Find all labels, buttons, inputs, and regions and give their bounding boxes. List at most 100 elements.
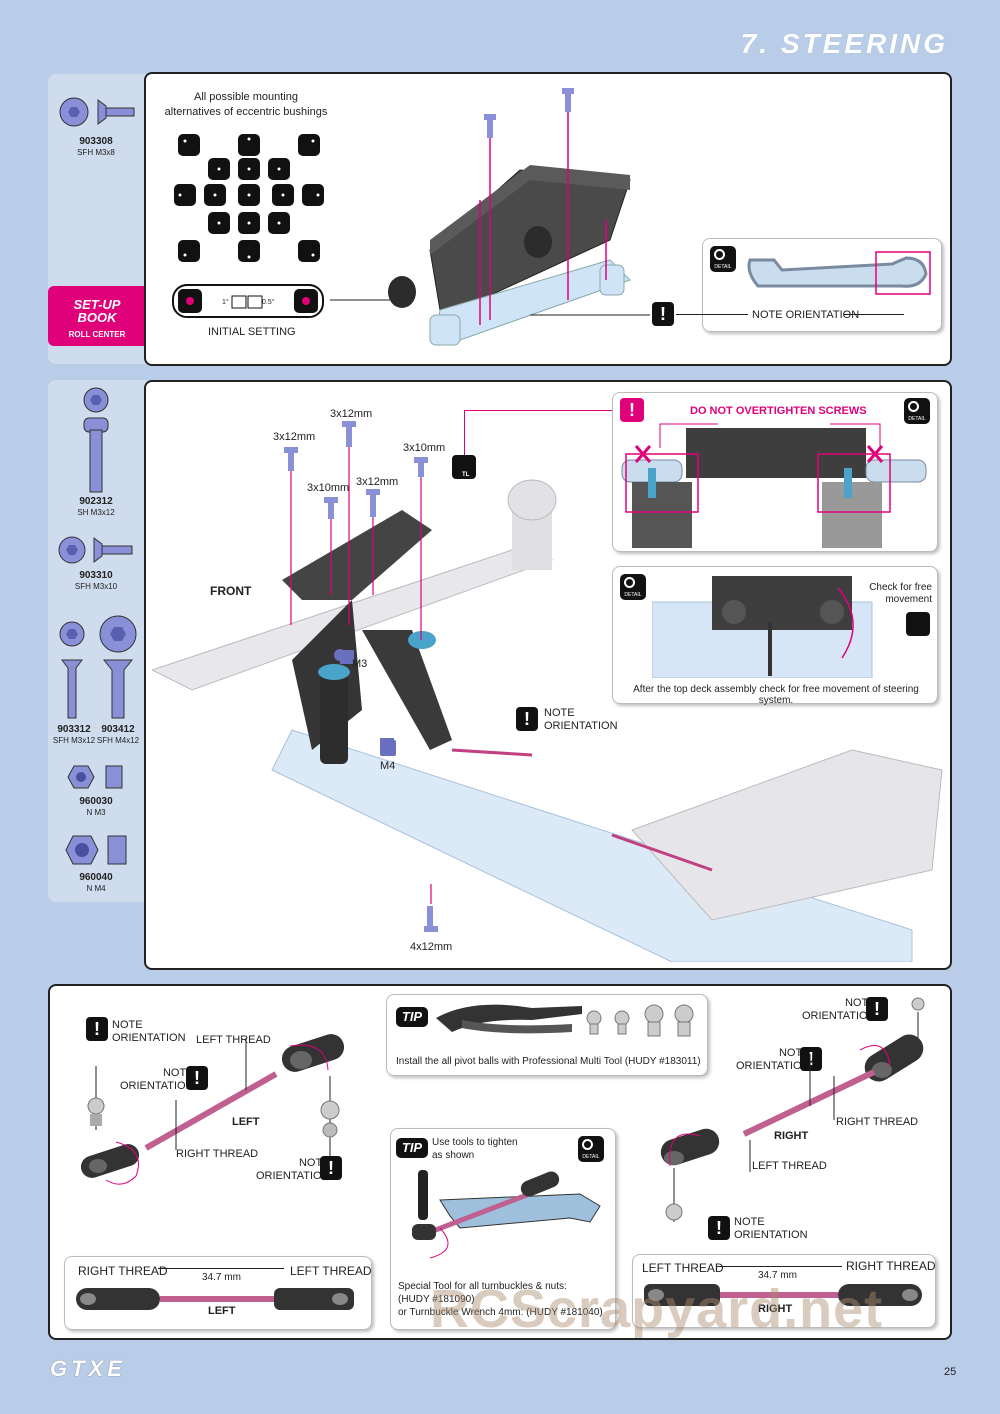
part-code-903412: 903412 [101,724,135,735]
part-desc-903310: SFH M3x10 [74,582,118,591]
screw-label-3x12-mid: 3x12mm [356,476,399,488]
thread-lock-icon [452,455,476,479]
right-turnbuckle-assembly-drawing [660,997,925,1222]
part-desc-903312: SFH M3x12 [52,736,96,745]
do-not-overtighten-label: DO NOT OVERTIGHTEN SCREWS [690,405,867,417]
m4-nut-drawing [380,740,396,756]
page-number: 25 [944,1366,957,1378]
setup-book-title: SET-UP BOOK [73,297,121,325]
setup-book-subtitle: ROLL CENTER [68,330,126,339]
right-box-left-thread: LEFT THREAD [642,1261,724,1275]
screw-label-3x10-left: 3x10mm [307,482,350,494]
right-turnbuckle-length-drawing [644,1284,922,1306]
free-movement-detail-icon: DETAIL [620,574,646,600]
tip-tools-detail-icon: DETAIL [578,1136,604,1162]
part-desc-960030: N M3 [86,808,106,817]
right-box-right-label: RIGHT [758,1303,793,1315]
note-orientation-line [676,314,748,315]
overtighten-drawing [621,423,927,548]
step3-left-thread-label: LEFT THREAD [196,1034,271,1046]
nut-m3-icon [67,765,123,789]
part-desc-960040: N M4 [86,884,106,893]
tip-icon-2: TIP [396,1138,428,1158]
eccentric-bushings-grid [174,134,324,262]
part-code-960040: 960040 [79,872,113,883]
sfh-m3x12-m4x12-screw-icons [59,615,137,719]
sfh-m3x8-screw-icon [59,97,135,127]
bushing-value-1deg: 1° [222,299,229,306]
right-box-dimension-line [716,1266,842,1267]
left-box-left-thread: LEFT THREAD [290,1264,372,1278]
m4-label: M4 [380,760,396,772]
step3-right-note-excl-icon-2: ! [800,1047,822,1071]
overtighten-detail-icon: DETAIL [904,398,930,424]
screw-label-3x10-right: 3x10mm [403,442,446,454]
check-free-movement-label: Check for free movement [869,582,932,605]
free-movement-drawing [652,576,873,678]
step3-right-note-excl-icon-1: ! [866,997,888,1021]
thread-lock-label: TL [462,472,470,478]
screw-label-4x12: 4x12mm [410,941,453,953]
step3-left-note-excl-icon-2: ! [186,1066,208,1090]
step2-note-orientation-label: NOTE ORIENTATION [544,707,618,732]
initial-setting-bar [172,284,324,318]
multi-tool-drawing [436,1004,694,1037]
part-desc-902312: SH M3x12 [77,508,115,517]
setup-book-tab [48,286,148,346]
left-box-left-label: LEFT [208,1305,236,1317]
m3-label: M3 [352,658,368,670]
step3-left-note-excl-icon-1: ! [86,1017,108,1041]
part-code-960030: 960030 [79,796,113,807]
part-code-903312: 903312 [57,724,91,735]
overtighten-warning-icon: ! [620,398,644,422]
left-box-length: 34.7 mm [202,1272,241,1283]
wrench-tools-drawing [412,1170,601,1259]
step3-left-note-excl-icon-3: ! [320,1156,342,1180]
sh-m3x12-screw-icon [83,387,109,493]
screw-label-3x12-top: 3x12mm [330,408,373,420]
tip-tools-text: Use tools to tighten as shown [432,1137,518,1161]
tl-connector-line [464,410,614,411]
left-turnbuckle-assembly-drawing [80,1034,345,1185]
part-desc-903308: SFH M3x8 [77,148,115,157]
step3-left-label: LEFT [232,1116,260,1128]
brand-logo: GTXE [50,1356,126,1381]
part-code-903308: 903308 [79,136,113,147]
note-orientation-line-right [844,314,904,315]
detail-icon: DETAIL [710,246,736,272]
bushing-value-05deg: 0.5° [262,299,275,306]
step3-right-label: RIGHT [774,1130,809,1142]
part-desc-903412: SFH M4x12 [96,736,140,745]
step3-right-thread-label: RIGHT THREAD [836,1116,919,1128]
step3-left-thread-label-right: LEFT THREAD [752,1160,827,1172]
tip-pivot-balls-text: Install the all pivot balls with Profess… [396,1056,701,1067]
nut-m4-icon [65,835,127,865]
left-box-right-thread: RIGHT THREAD [78,1264,168,1278]
special-tool-text: Special Tool for all turnbuckles & nuts:… [398,1281,603,1318]
section-title: 7. STEERING [740,28,948,59]
tl-connector-vertical [464,410,465,455]
sfh-m3x10-screw-icon [58,536,133,564]
initial-setting-label: INITIAL SETTING [208,326,296,338]
step1-assembly-drawing [330,88,650,346]
steering-arm-detail-drawing [747,251,931,295]
note-orientation-label: NOTE ORIENTATION [752,309,860,321]
step2-note-orientation-excl-icon: ! [516,707,538,731]
left-turnbuckle-length-drawing [76,1288,354,1310]
steering-movement-icon [906,612,930,636]
bushings-caption: All possible mounting alternatives of ec… [164,91,328,118]
screw-label-3x12-left: 3x12mm [273,431,316,443]
bottom-screw-4x12 [424,884,438,932]
part-code-902312: 902312 [79,496,113,507]
tip-icon-1: TIP [396,1007,428,1027]
step2-screws-drawing [284,421,428,640]
step3-right-thread-label-left: RIGHT THREAD [176,1148,259,1160]
part-code-903310: 903310 [79,570,113,581]
right-box-right-thread: RIGHT THREAD [846,1259,936,1273]
watermark: RCScrapyard.net [430,1279,884,1339]
step3-left-note-1: NOTE ORIENTATION [112,1019,186,1044]
after-assembly-note: After the top deck assembly check for fr… [633,684,919,706]
step2-chassis-drawing [152,479,943,962]
note-orientation-excl-icon: ! [652,302,674,326]
front-label: FRONT [210,584,252,598]
